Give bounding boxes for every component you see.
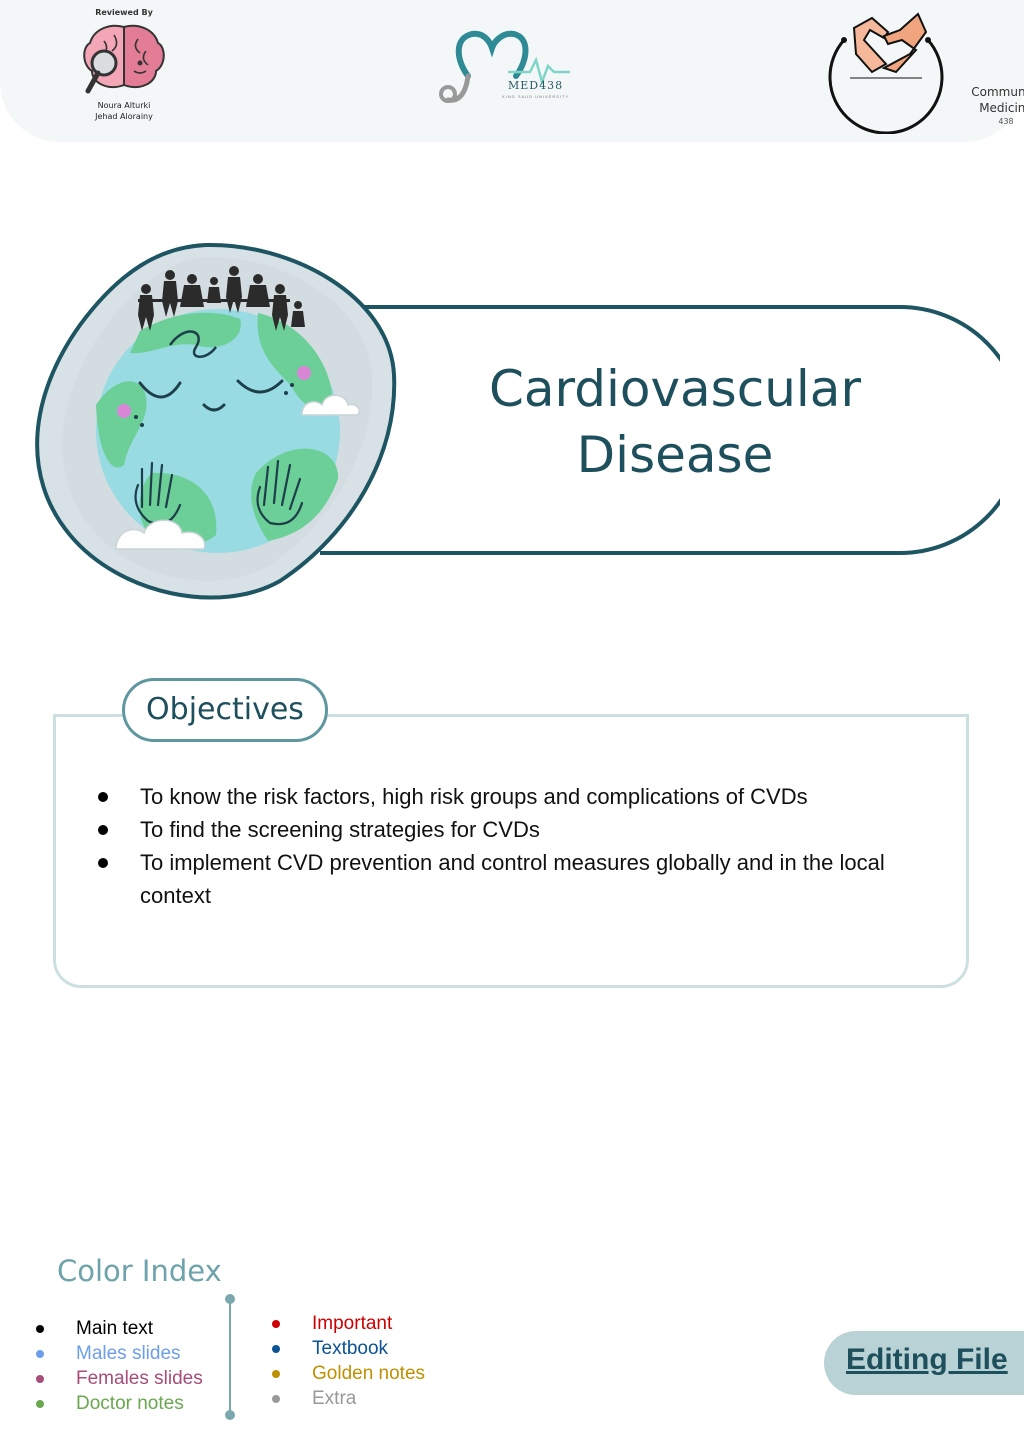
color-dot-icon	[272, 1320, 280, 1328]
color-index-item: Extra	[272, 1386, 425, 1411]
color-index-left-list: Main text Males slides Females slides Do…	[36, 1316, 203, 1416]
color-index-right-list: Important Textbook Golden notes Extra	[272, 1311, 425, 1411]
color-index-label: Females slides	[76, 1368, 203, 1389]
title-line-2: Disease	[576, 426, 774, 484]
cm-logo-line1: Community	[971, 85, 1024, 99]
color-dot-icon	[36, 1350, 44, 1358]
color-index-label: Males slides	[76, 1343, 181, 1364]
color-index-divider	[225, 1294, 235, 1420]
divider-knob-bottom	[225, 1410, 235, 1420]
color-dot-icon	[272, 1395, 280, 1403]
brain-magnifier-icon	[83, 24, 165, 94]
cm-logo-line2: Medicine	[979, 101, 1024, 115]
color-index-item: Females slides	[36, 1366, 203, 1391]
heart-stethoscope-icon	[439, 30, 570, 103]
color-index-item: Males slides	[36, 1341, 203, 1366]
editing-file-link[interactable]: Editing File	[846, 1343, 1008, 1376]
color-dot-icon	[272, 1370, 280, 1378]
reviewer-name-2: Jehad Alorainy	[95, 112, 153, 121]
objective-text: To implement CVD prevention and control …	[140, 850, 885, 908]
document-title: Cardiovascular Disease	[430, 356, 920, 488]
objectives-heading: Objectives	[122, 678, 328, 742]
people-chain-icon	[138, 266, 305, 331]
community-medicine-logo: Community Medicine 438	[826, 10, 1024, 135]
hero-illustration	[35, 242, 1000, 600]
color-index-item: Textbook	[272, 1336, 425, 1361]
color-index-label: Main text	[76, 1318, 154, 1339]
color-dot-icon	[36, 1325, 44, 1333]
objective-text: To know the risk factors, high risk grou…	[140, 784, 808, 809]
color-index-label: Textbook	[312, 1338, 389, 1359]
objective-item: To know the risk factors, high risk grou…	[96, 780, 916, 813]
cm-logo-line3: 438	[998, 117, 1014, 126]
color-index-title: Color Index	[57, 1254, 222, 1288]
reviewer-name-1: Noura Alturki	[97, 101, 151, 110]
reviewer-caption: Reviewed By	[95, 8, 153, 17]
reviewer-badge: Reviewed By Noura Alturki Jehad Alorainy	[74, 8, 174, 128]
med-logo-text: MED438	[508, 79, 564, 92]
objective-item: To implement CVD prevention and control …	[96, 846, 916, 912]
color-dot-icon	[36, 1400, 44, 1408]
objectives-list: To know the risk factors, high risk grou…	[96, 780, 916, 912]
editing-file-tab: Editing File	[824, 1331, 1024, 1395]
color-index-item: Important	[272, 1311, 425, 1336]
handshake-icon	[828, 12, 944, 135]
objective-item: To find the screening strategies for CVD…	[96, 813, 916, 846]
title-line-1: Cardiovascular	[489, 360, 861, 418]
bullet-icon	[98, 792, 108, 802]
color-index-label: Doctor notes	[76, 1393, 184, 1414]
objective-text: To find the screening strategies for CVD…	[140, 817, 540, 842]
bullet-icon	[98, 858, 108, 868]
color-index-label: Extra	[312, 1388, 357, 1409]
color-index-label: Golden notes	[312, 1363, 426, 1384]
color-index-item: Main text	[36, 1316, 203, 1341]
color-dot-icon	[272, 1345, 280, 1353]
color-index-item: Doctor notes	[36, 1391, 203, 1416]
color-dot-icon	[36, 1375, 44, 1383]
color-index-label: Important	[312, 1313, 393, 1334]
bullet-icon	[98, 825, 108, 835]
color-index-item: Golden notes	[272, 1361, 425, 1386]
divider-knob-top	[225, 1294, 235, 1304]
med438-logo: MED438 KING SAUD UNIVERSITY	[438, 26, 578, 115]
objectives-box	[53, 714, 969, 988]
med-logo-subtext: KING SAUD UNIVERSITY	[502, 94, 570, 99]
